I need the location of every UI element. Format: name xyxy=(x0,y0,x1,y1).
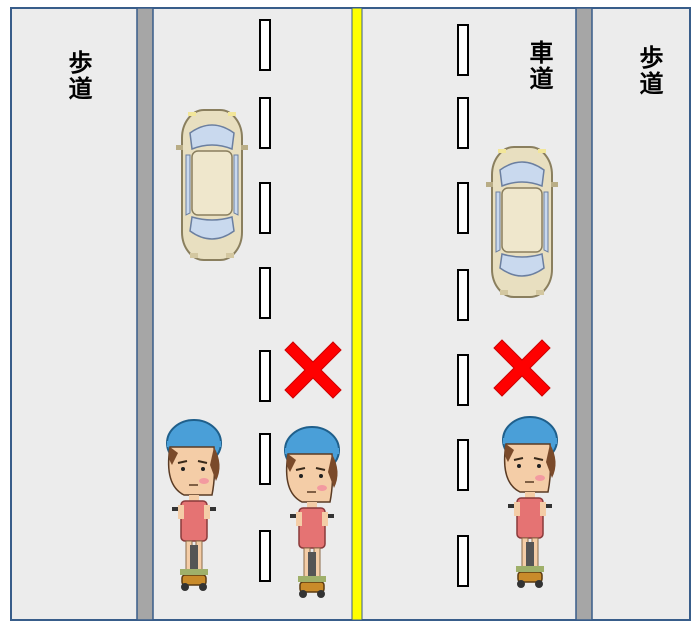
left-sidewalk-label: 歩道 xyxy=(64,50,92,102)
car-icon xyxy=(175,109,249,261)
roadway-label: 車道 xyxy=(525,40,553,92)
left-lane-markings xyxy=(259,19,271,582)
right-sidewalk-label: 歩道 xyxy=(635,45,663,97)
right-lane-markings xyxy=(457,24,469,587)
left-curb xyxy=(136,7,154,621)
right-curb xyxy=(575,7,593,621)
center-line xyxy=(351,7,363,621)
car-icon xyxy=(485,146,559,298)
